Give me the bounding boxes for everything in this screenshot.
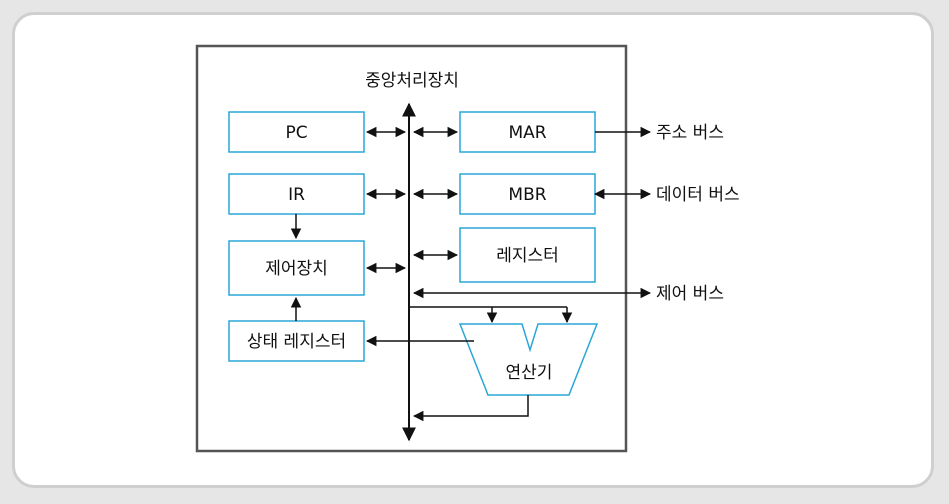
alu-block: 연산기 — [458, 323, 599, 396]
control-unit-block: 제어장치 — [228, 240, 365, 296]
data-bus-label: 데이터 버스 — [656, 185, 740, 205]
pc-block: PC — [228, 111, 365, 153]
registers-block: 레지스터 — [459, 227, 596, 283]
mar-block: MAR — [459, 111, 596, 153]
mar-label: MAR — [508, 123, 546, 143]
mbr-block: MBR — [459, 173, 596, 215]
ir-label: IR — [288, 185, 305, 205]
alu-output-line — [412, 395, 529, 422]
cpu-frame — [195, 44, 628, 453]
control-unit-label: 제어장치 — [265, 259, 328, 279]
alu-label: 연산기 — [506, 363, 553, 383]
control-bus-label: 제어 버스 — [656, 284, 724, 304]
status-register-block: 상태 레지스터 — [228, 320, 365, 362]
address-bus-label: 주소 버스 — [656, 123, 724, 143]
mbr-label: MBR — [508, 185, 546, 205]
registers-label: 레지스터 — [496, 246, 559, 266]
pc-label: PC — [285, 123, 307, 143]
cpu-title: 중앙처리장치 — [365, 71, 459, 91]
status-register-label: 상태 레지스터 — [247, 332, 346, 352]
ir-block: IR — [228, 173, 365, 215]
